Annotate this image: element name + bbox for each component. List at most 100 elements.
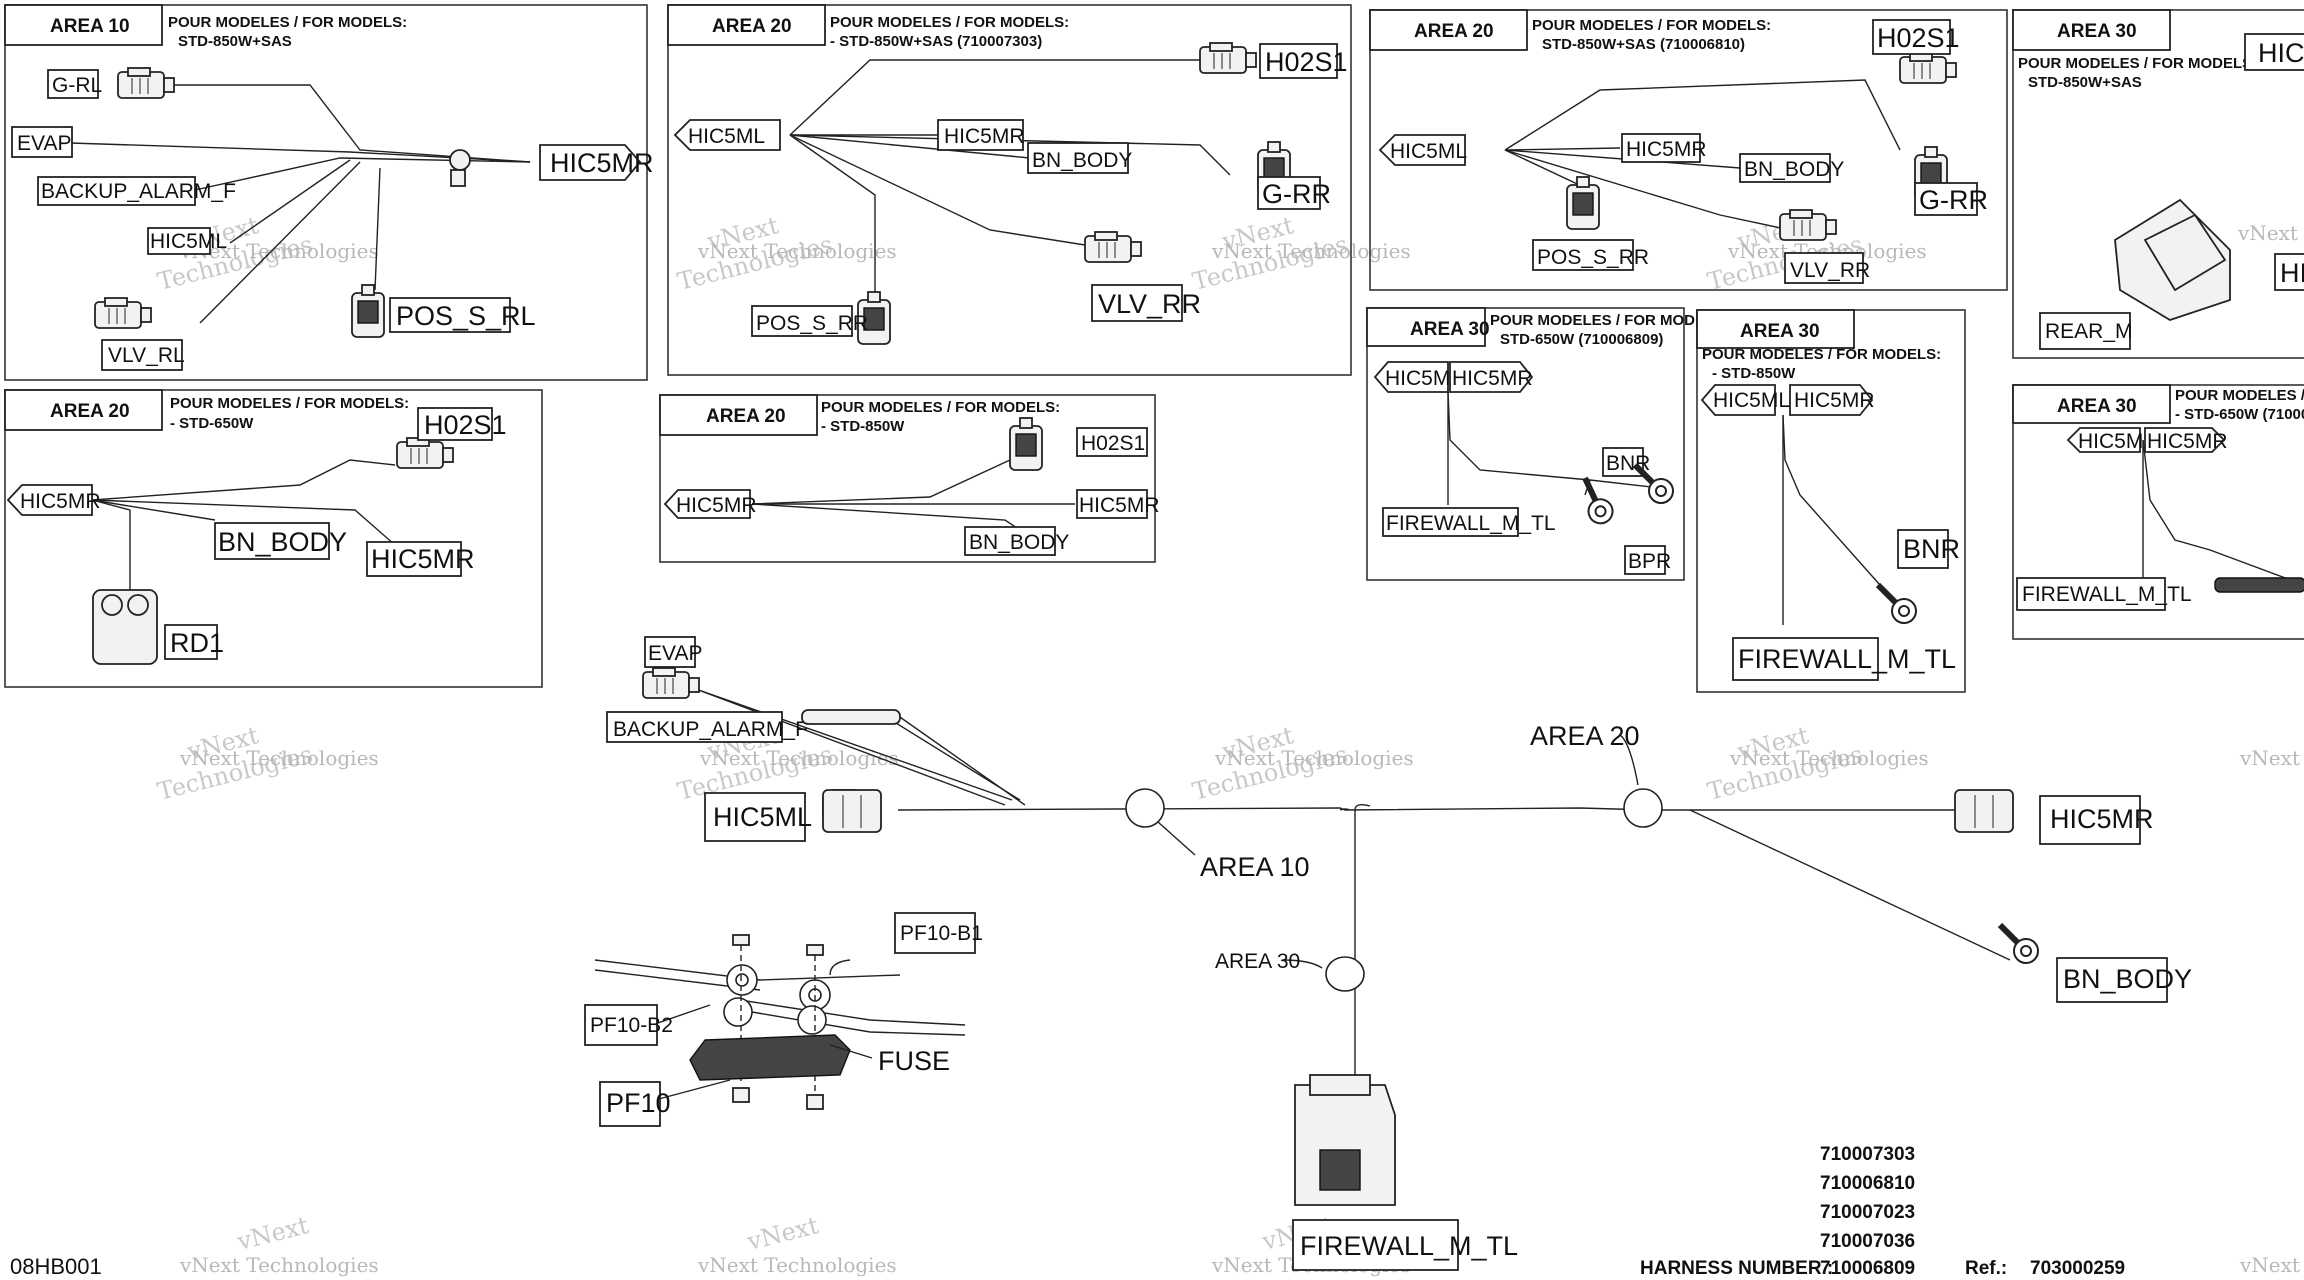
label-pos-s-rr: POS_S_RR	[1537, 246, 1649, 269]
watermark: vNext Technologies	[2237, 221, 2304, 245]
label-g-rl: G-RL	[52, 74, 102, 97]
models-list: - STD-850W+SAS (710007303)	[830, 33, 1042, 50]
label-firewall: FIREWALL_M_TL	[2022, 583, 2192, 606]
watermark: vNext Technologies	[699, 746, 899, 770]
models-note: POUR MODELES / FOR MODELS:	[2175, 387, 2304, 404]
label-backup-alarm: BACKUP_ALARM_F	[41, 180, 236, 203]
panel-frame	[1369, 9, 2008, 291]
watermark: vNext Technologies	[2239, 746, 2304, 770]
label-hic5ml: HIC5ML	[2078, 430, 2155, 453]
label-hic5mr: HIC5MR	[20, 490, 101, 513]
models-list: STD-850W+SAS	[178, 33, 292, 50]
main-label-area10: AREA 10	[1200, 852, 1310, 882]
label-hic5mr: HIC5MR	[550, 148, 654, 178]
label-rear-m: REAR_M	[2045, 320, 2133, 343]
area-header: AREA 20	[50, 401, 130, 422]
label-firewall: FIREWALL_M_TL	[1386, 512, 1556, 535]
watermark: vNext Technologies	[1211, 239, 1411, 263]
label-bn-body: BN_BODY	[1744, 158, 1844, 181]
area-header-box	[4, 4, 163, 46]
label-hic5mr: HIC5MR	[944, 125, 1025, 148]
label-h02s1: H02S1	[1877, 23, 1960, 53]
drawing-id: 08HB001	[10, 1254, 102, 1279]
label-hic5ml: HIC5ML	[1390, 140, 1467, 163]
watermark: vNext Technologies	[1729, 746, 1929, 770]
models-list: - STD-650W (710007	[2175, 406, 2304, 423]
label-hic5mr: HIC5MR	[1626, 138, 1707, 161]
watermark: vNext Technologies	[2239, 1253, 2304, 1277]
panel-area20-710007303: AREA 20 POUR MODELES / FOR MODELS: - STD…	[667, 4, 1352, 376]
label-bn-body: BN_BODY	[218, 527, 347, 557]
models-list: - STD-850W	[1712, 365, 1796, 382]
models-note: POUR MODELES / FOR MODELS:	[821, 399, 1060, 416]
ref-label: Ref.:	[1965, 1258, 2007, 1279]
main-label-firewall: FIREWALL_M_TL	[1300, 1231, 1518, 1261]
panel-frame	[659, 394, 1156, 563]
harness-number: 710007023	[1820, 1202, 1915, 1223]
label-hic5mr: HIC5MR	[676, 494, 757, 517]
harness-number: 710007303	[1820, 1144, 1915, 1165]
footer: 08HB001 710007303 710006810 710007023 71…	[10, 1144, 2125, 1279]
main-label-backup-alarm: BACKUP_ALARM_F	[613, 718, 808, 741]
label-vlv-rl: VLV_RL	[108, 344, 185, 367]
main-label-area30: AREA 30	[1215, 950, 1300, 973]
panel-area10-std850w-sas: AREA 10 POUR MODELES / FOR MODELS: STD-8…	[4, 4, 654, 381]
panel-area20-std850w: AREA 20 POUR MODELES / FOR MODELS: - STD…	[659, 394, 1160, 563]
main-label-bn-body: BN_BODY	[2063, 964, 2192, 994]
models-list: STD-650W (710006809)	[1500, 331, 1663, 348]
main-label-area20: AREA 20	[1530, 721, 1640, 751]
watermark: vNext Technologies	[179, 746, 379, 770]
label-g-rr: G-RR	[1262, 179, 1331, 209]
label-vlv-rr: VLV_RR	[1790, 259, 1870, 282]
label-hic5mr-2: HIC5MR	[1079, 494, 1160, 517]
models-note: POUR MODELES / FOR MODELS:	[170, 395, 409, 412]
main-harness: EVAP BACKUP_ALARM_F HIC5ML AREA 10 AREA …	[606, 636, 2192, 1271]
panel-area30-std850w: AREA 30 POUR MODELES / FOR MODELS: - STD…	[1696, 309, 1966, 693]
harness-number: 710006810	[1820, 1173, 1915, 1194]
panel-area20-std650w: AREA 20 POUR MODELES / FOR MODELS: - STD…	[4, 389, 543, 688]
watermark-group: vNext Technologies vNext Technologies vN…	[155, 211, 2304, 1277]
fuse-assembly: PF10-B1 PF10-B2 FUSE PF10	[584, 912, 983, 1127]
label-h02s1: H02S1	[424, 410, 507, 440]
label-fuse: FUSE	[878, 1046, 950, 1076]
label-hic5ml: HIC5ML	[1385, 367, 1462, 390]
models-note: POUR MODELES / FOR MODELS:	[2018, 55, 2257, 72]
panel-frame	[667, 4, 1352, 376]
models-note: POUR MODELES / FOR MODELS:	[830, 14, 1069, 31]
label-hic5mr: HIC5MR	[1794, 389, 1875, 412]
label-pos-s-rr: POS_S_RR	[756, 312, 868, 335]
panel-area30-710006809: AREA 30 POUR MODELES / FOR MODELS: STD-6…	[1366, 307, 1729, 581]
label-firewall: FIREWALL_M_TL	[1738, 644, 1956, 674]
area-header: AREA 20	[1414, 21, 1494, 42]
label-hic5mr: HIC5MR	[1452, 367, 1533, 390]
label-pf10: PF10	[606, 1088, 671, 1118]
label-h02s1: H02S1	[1265, 47, 1348, 77]
label-bn-body: BN_BODY	[1032, 149, 1132, 172]
watermark: vNext Technologies	[179, 1253, 379, 1277]
label-hic5mr-2: HIC5MR	[371, 544, 475, 574]
panel-frame	[4, 4, 648, 381]
panel-frame	[4, 389, 543, 688]
area-header: AREA 30	[2057, 396, 2137, 417]
label-pos-s-rl: POS_S_RL	[396, 301, 536, 331]
models-list: - STD-850W	[821, 418, 905, 435]
watermark: vNext	[234, 1211, 312, 1256]
label-hic5: HIC5	[2258, 38, 2304, 68]
label-rd1: RD1	[170, 628, 224, 658]
harness-number-label: HARNESS NUMBER :	[1640, 1258, 1833, 1279]
label-evap: EVAP	[17, 132, 71, 155]
models-note: POUR MODELES / FOR MODELS:	[1702, 346, 1941, 363]
panel-area20-710006810: AREA 20 POUR MODELES / FOR MODELS: STD-8…	[1369, 9, 2008, 291]
main-label-hic5ml: HIC5ML	[713, 802, 812, 832]
area-header: AREA 20	[706, 406, 786, 427]
panel-frame	[1366, 307, 1685, 581]
panel-area30-std850w-sas: AREA 30 POUR MODELES / FOR MODELS: STD-8…	[2012, 9, 2304, 359]
label-g-rr: G-RR	[1919, 185, 1988, 215]
main-label-hic5mr: HIC5MR	[2050, 804, 2154, 834]
ref-value: 703000259	[2030, 1258, 2125, 1279]
harness-number: 710007036	[1820, 1231, 1915, 1252]
label-hic5ml: HIC5ML	[1713, 389, 1790, 412]
label-pf10-b1: PF10-B1	[900, 922, 983, 945]
label-bnr: BNR	[1903, 534, 1960, 564]
